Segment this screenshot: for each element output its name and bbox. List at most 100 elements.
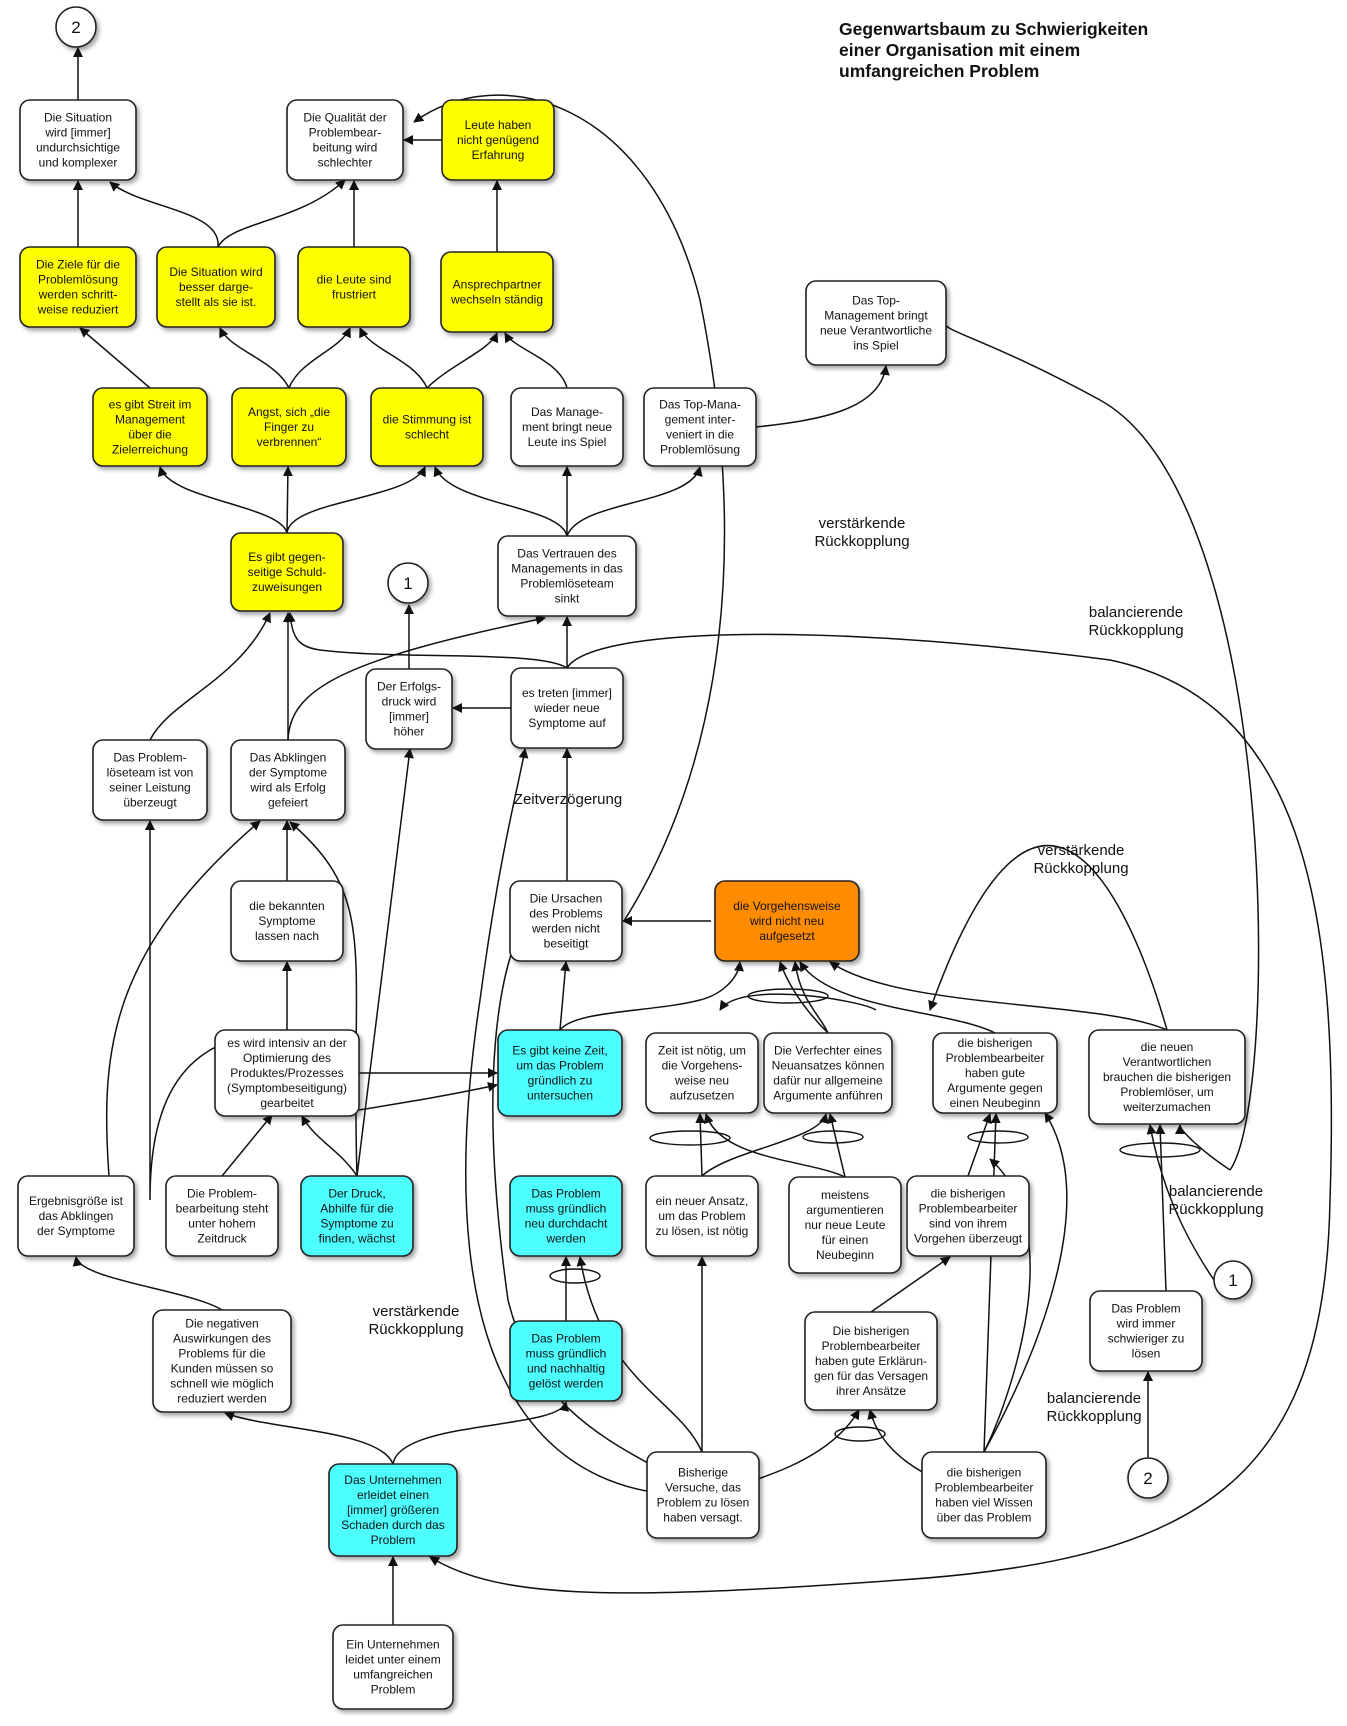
node-text-line: Abhilfe für die (320, 1202, 394, 1216)
node-box (165, 1175, 279, 1257)
node-text-line: frustriert (332, 288, 377, 302)
and-junction-ellipse (649, 1130, 731, 1146)
node-text-line: ins Spiel (853, 339, 898, 353)
node-text-line: argumentieren (806, 1203, 883, 1217)
loop-label: Rückkopplung (1088, 622, 1183, 639)
node-text-line: höher (394, 725, 425, 739)
node-text-line: lösen (1132, 1347, 1161, 1361)
node-text-line: bearbeitung steht (176, 1202, 269, 1216)
node-text-line: gelöst werden (529, 1377, 604, 1391)
node-text-line: wieder neue (533, 701, 600, 715)
node-keine-zeit: Es gibt keine Zeit,um das Problemgründli… (497, 1029, 623, 1117)
node-text-line: Problem (371, 1683, 416, 1697)
node-box (510, 387, 624, 467)
node-text-line: beitung wird (313, 141, 378, 155)
causal-arrow (433, 466, 568, 537)
causal-arrow (392, 1401, 569, 1465)
loop-label: Zeitverzögerung (514, 791, 622, 808)
node-text-line: Zielerreichung (112, 443, 188, 457)
node-text-line: Problem (371, 1533, 416, 1547)
causal-arrow (79, 327, 151, 389)
feedback-loop-arrow (413, 94, 726, 922)
node-text-line: Managements in das (511, 562, 622, 576)
loop-label: verstärkende (373, 1303, 460, 1320)
causal-arrows (72, 47, 1333, 1625)
node-text-line: Leute ins Spiel (528, 435, 607, 449)
loop-label: Rückkopplung (1168, 1201, 1263, 1218)
causal-arrow (429, 633, 1333, 1594)
node-box (645, 1032, 759, 1114)
node-text-line: ein neuer Ansatz, (656, 1194, 749, 1208)
causal-arrow (1175, 1124, 1231, 1171)
node-text-line: Problemlöseteam (520, 577, 613, 591)
node-text-line: [immer] größeren (347, 1503, 439, 1517)
causal-arrow (566, 466, 703, 537)
node-text-line: wird immer (1116, 1317, 1176, 1331)
node-box (643, 387, 757, 467)
node-text-line: Es gibt keine Zeit, (512, 1044, 607, 1058)
node-box (152, 1309, 292, 1413)
causal-arrow (301, 1115, 358, 1177)
causal-arrow (983, 1113, 1001, 1453)
node-text-line: stellt als sie ist. (176, 295, 257, 309)
node-text-line: Problembear- (309, 126, 382, 140)
node-text-line: Der Erfolgs- (377, 680, 441, 694)
node-text-line: Die Situation (44, 111, 112, 125)
node-text-line: Zeitdruck (197, 1232, 247, 1246)
node-text-line: schlechter (318, 156, 373, 170)
node-text-line: schnell wie möglich (170, 1377, 273, 1391)
node-text-line: lassen nach (255, 929, 319, 943)
causal-arrow (504, 332, 568, 389)
connector-circle: 2 (55, 6, 97, 48)
node-text-line: muss gründlich (526, 1202, 607, 1216)
node-text-line: es treten [immer] (522, 686, 612, 700)
node-box (646, 1451, 760, 1539)
node-text-line: Schaden durch das (341, 1518, 444, 1532)
node-box (440, 251, 554, 333)
node-box (1088, 1029, 1246, 1125)
connector-number: 1 (403, 574, 412, 593)
node-text-line: Symptome (258, 914, 316, 928)
causal-arrow (285, 612, 568, 669)
node-text-line: meistens (821, 1188, 869, 1202)
causal-arrow (356, 748, 414, 1177)
node-text-line: Das Manage- (531, 405, 603, 419)
node-text-line: reduziert werden (177, 1392, 266, 1406)
node-text-line: zu lösen, ist nötig (656, 1224, 749, 1238)
node-box (17, 1175, 135, 1257)
node-text-line: werden (545, 1232, 585, 1246)
node-box (92, 387, 208, 467)
node-box (328, 1463, 458, 1557)
node-text-line: die bisherigen (947, 1466, 1022, 1480)
node-text-line: Problembearbeiter (822, 1339, 921, 1353)
node-box (921, 1451, 1047, 1539)
node-text-line: haben gute (965, 1066, 1025, 1080)
node-text-line: Das Problem (1111, 1302, 1180, 1316)
node-text-line: seitige Schuld- (248, 565, 327, 579)
node-text-line: die Vorgehensweise (733, 899, 841, 913)
loop-labels: verstärkendeRückkopplungbalancierendeRüc… (368, 515, 1263, 1425)
causal-arrow (576, 1256, 703, 1453)
and-junction-ellipse (834, 1426, 886, 1442)
node-text-line: Die Problem- (187, 1187, 257, 1201)
node-text-line: Der Druck, (328, 1187, 385, 1201)
node-box (788, 1176, 902, 1274)
node-box (932, 1032, 1058, 1114)
node-text-line: Angst, sich „die (248, 405, 330, 419)
node-text-line: Argumente anführen (773, 1089, 882, 1103)
causal-arrow (829, 961, 1168, 1031)
node-text-line: Neubeginn (816, 1248, 874, 1262)
node-text-line: Leute haben (465, 118, 532, 132)
and-junction-ellipse (747, 988, 829, 1004)
and-junction-ellipse (549, 1268, 601, 1284)
loop-label: verstärkende (1038, 842, 1125, 859)
node-text-line: das Abklingen (39, 1209, 114, 1223)
